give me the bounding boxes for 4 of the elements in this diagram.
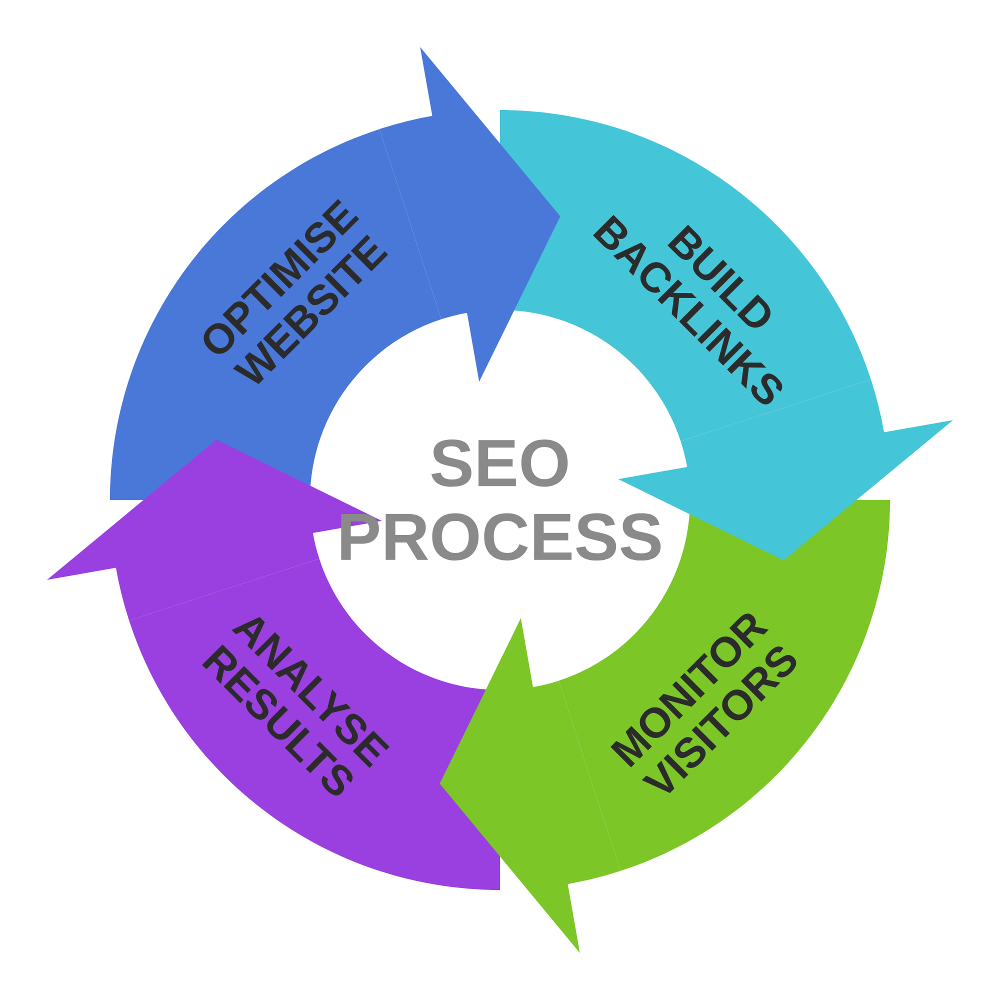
arrow [46, 440, 382, 621]
arrow [380, 46, 560, 382]
arrow [440, 618, 621, 954]
arrow [618, 379, 954, 560]
